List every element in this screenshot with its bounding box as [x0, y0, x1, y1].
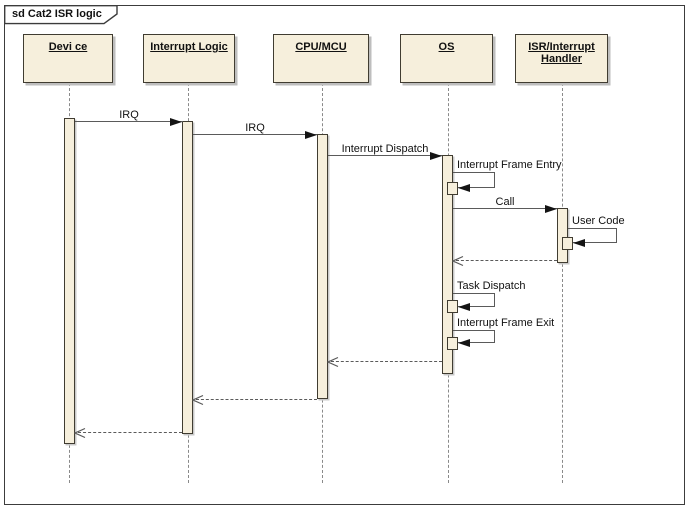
return-arrowhead-icon: [192, 394, 204, 406]
return-line-os-to-cpu: [331, 361, 442, 363]
sync-arrowhead-icon: [170, 117, 182, 126]
message-line-interrupt-dispatch: [328, 155, 442, 157]
nested-activation-task-dispatch: [447, 300, 458, 313]
nested-activation-user-code: [562, 237, 573, 250]
sync-arrowhead-icon: [545, 204, 557, 213]
lifeline-isr-handler: [561, 83, 563, 483]
sync-arrowhead-icon: [458, 183, 470, 192]
diagram-title: sd Cat2 ISR logic: [12, 8, 102, 20]
lifeline-header-label: Interrupt Logic: [150, 41, 228, 53]
self-message-frame-entry: [453, 171, 495, 188]
activation-bar-cpu-mcu: [317, 134, 328, 399]
message-label-task-dispatch: Task Dispatch: [457, 280, 526, 292]
return-line-cpu-to-interrupt-logic: [196, 399, 317, 401]
sync-arrowhead-icon: [458, 338, 470, 347]
message-label-frame-entry: Interrupt Frame Entry: [457, 159, 562, 171]
return-arrowhead-icon: [327, 356, 339, 368]
message-label-irq-1: IRQ: [119, 109, 139, 121]
message-label-interrupt-dispatch: Interrupt Dispatch: [341, 143, 429, 155]
message-line-irq-1: [75, 121, 183, 123]
message-line-irq-2: [193, 134, 317, 136]
message-label-user-code: User Code: [572, 215, 625, 227]
nested-activation-frame-entry: [447, 182, 458, 195]
lifeline-header-label: Devi ce: [48, 41, 88, 53]
lifeline-header-os: OS: [400, 34, 493, 83]
self-message-frame-exit: [453, 329, 495, 343]
self-message-task-dispatch: [453, 292, 495, 307]
message-label-call: Call: [495, 196, 515, 208]
sync-arrowhead-icon: [458, 302, 470, 311]
message-label-frame-exit: Interrupt Frame Exit: [457, 317, 555, 329]
lifeline-header-isr-handler: ISR/Interrupt Handler: [515, 34, 608, 83]
frame-title-tab: [4, 5, 118, 25]
sync-arrowhead-icon: [430, 151, 442, 160]
self-message-user-code: [568, 227, 617, 243]
activation-bar-isr-handler: [557, 208, 568, 263]
return-arrowhead-icon: [452, 255, 464, 267]
nested-activation-frame-exit: [447, 337, 458, 350]
lifeline-header-label: ISR/Interrupt Handler: [528, 41, 595, 65]
message-line-call: [453, 208, 557, 210]
lifeline-header-device: Devi ce: [23, 34, 113, 83]
lifeline-header-label: OS: [438, 41, 455, 53]
lifeline-header-label: CPU/MCU: [295, 41, 347, 53]
diagram-frame-border: [4, 5, 685, 505]
activation-bar-os: [442, 155, 453, 374]
return-arrowhead-icon: [74, 427, 86, 439]
lifeline-header-interrupt-logic: Interrupt Logic: [143, 34, 235, 83]
return-line-isr-to-os: [456, 260, 557, 262]
activation-bar-device: [64, 118, 75, 444]
activation-bar-interrupt-logic: [182, 121, 193, 434]
lifeline-header-cpu-mcu: CPU/MCU: [273, 34, 369, 83]
message-label-irq-2: IRQ: [245, 122, 265, 134]
sync-arrowhead-icon: [573, 238, 585, 247]
return-line-interrupt-logic-to-device: [78, 432, 182, 434]
sync-arrowhead-icon: [305, 130, 317, 139]
